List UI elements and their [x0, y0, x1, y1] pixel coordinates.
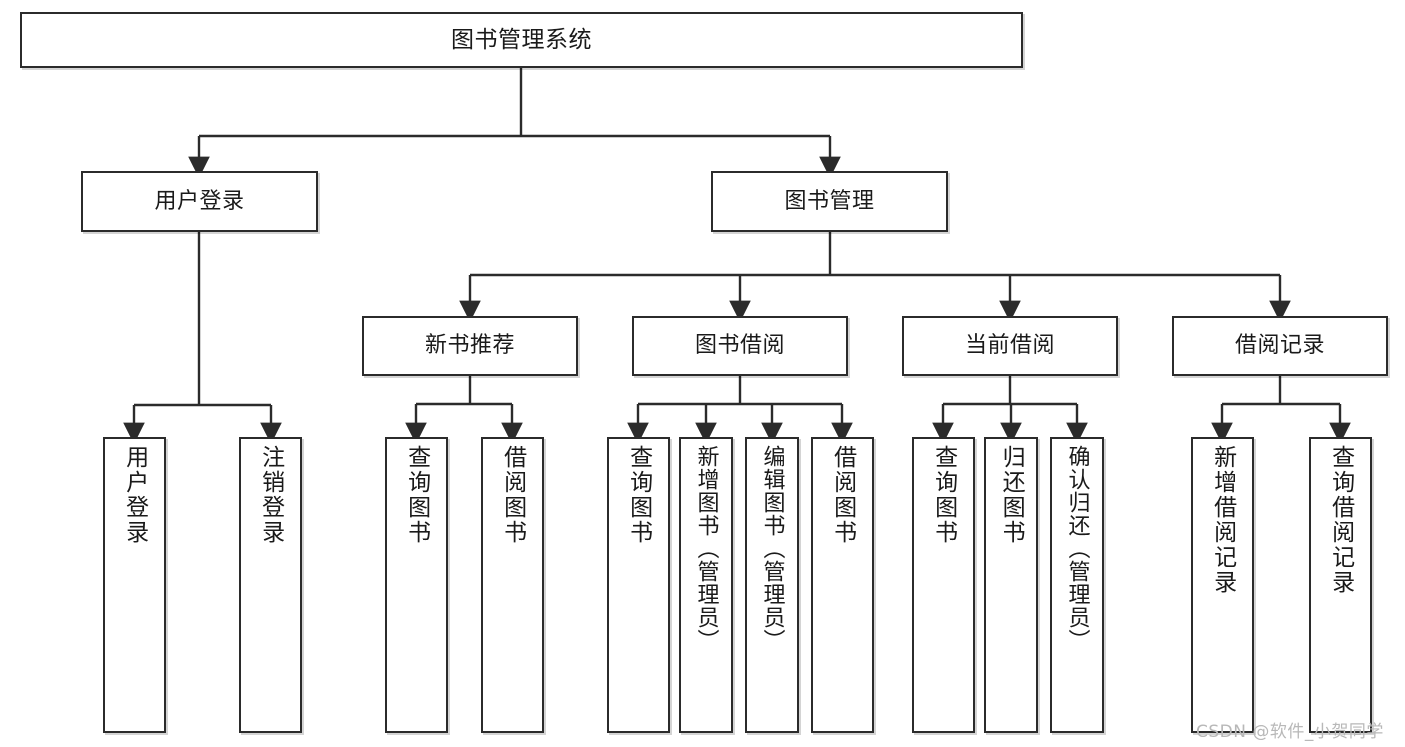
node-root[interactable]: 图书管理系统: [20, 12, 1023, 68]
leaf-borrow-book-2[interactable]: 借阅图书: [811, 437, 874, 733]
leaf-user-login-label: 用户登录: [121, 445, 148, 545]
node-new-book-recommend[interactable]: 新书推荐: [362, 316, 578, 376]
leaf-add-book-admin[interactable]: 新增图书（管理员）: [679, 437, 733, 733]
node-book-manage-label: 图书管理: [784, 188, 875, 214]
node-current-borrow-label: 当前借阅: [964, 333, 1055, 359]
leaf-add-borrow-record-label: 新增借阅记录: [1209, 445, 1236, 595]
leaf-query-book-2[interactable]: 查询图书: [607, 437, 670, 733]
node-user-login-label: 用户登录: [154, 188, 245, 214]
node-new-book-recommend-label: 新书推荐: [424, 333, 515, 359]
leaf-add-borrow-record[interactable]: 新增借阅记录: [1191, 437, 1254, 733]
leaf-query-book-2-label: 查询图书: [625, 445, 652, 545]
node-borrow-record-label: 借阅记录: [1234, 333, 1325, 359]
leaf-borrow-book-1-label: 借阅图书: [499, 445, 526, 545]
leaf-query-book-3[interactable]: 查询图书: [912, 437, 975, 733]
leaf-return-book[interactable]: 归还图书: [984, 437, 1038, 733]
leaf-confirm-return-admin-label: 确认归还（管理员）: [1064, 445, 1090, 652]
node-root-label: 图书管理系统: [451, 26, 592, 53]
leaf-confirm-return-admin[interactable]: 确认归还（管理员）: [1050, 437, 1104, 733]
node-book-borrow[interactable]: 图书借阅: [632, 316, 848, 376]
node-current-borrow[interactable]: 当前借阅: [902, 316, 1118, 376]
leaf-edit-book-admin-label: 编辑图书（管理员）: [759, 445, 785, 652]
leaf-return-book-label: 归还图书: [998, 445, 1025, 545]
leaf-query-borrow-record-label: 查询借阅记录: [1327, 445, 1354, 595]
node-book-borrow-label: 图书借阅: [694, 333, 785, 359]
leaf-edit-book-admin[interactable]: 编辑图书（管理员）: [745, 437, 799, 733]
leaf-borrow-book-2-label: 借阅图书: [829, 445, 856, 545]
leaf-query-book-1[interactable]: 查询图书: [385, 437, 448, 733]
leaf-query-book-3-label: 查询图书: [930, 445, 957, 545]
leaf-borrow-book-1[interactable]: 借阅图书: [481, 437, 544, 733]
leaf-user-login[interactable]: 用户登录: [103, 437, 166, 733]
csdn-watermark: CSDN @软件_小贺同学: [1196, 722, 1384, 742]
leaf-user-logout[interactable]: 注销登录: [239, 437, 302, 733]
node-user-login[interactable]: 用户登录: [81, 171, 318, 232]
leaf-user-logout-label: 注销登录: [257, 445, 284, 545]
leaf-add-book-admin-label: 新增图书（管理员）: [693, 445, 719, 652]
leaf-query-book-1-label: 查询图书: [403, 445, 430, 545]
node-book-manage[interactable]: 图书管理: [711, 171, 948, 232]
leaf-query-borrow-record[interactable]: 查询借阅记录: [1309, 437, 1372, 733]
node-borrow-record[interactable]: 借阅记录: [1172, 316, 1388, 376]
